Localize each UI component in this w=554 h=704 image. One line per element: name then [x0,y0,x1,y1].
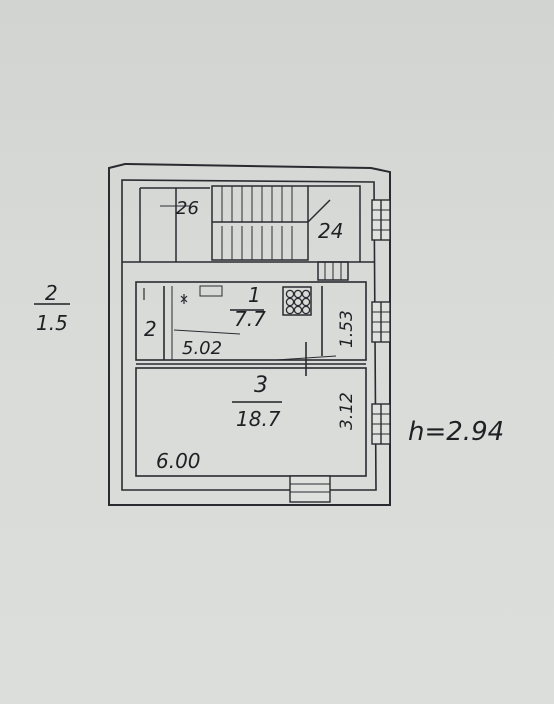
mid-rooms [135,281,367,376]
fixture-marks [143,288,188,304]
stove-icon [285,289,311,315]
room-3-walls [135,367,367,477]
dim-width-inner: 5.02 [182,338,222,359]
room-1-number: 1 [248,283,261,307]
dim-room3-side: 3.12 [337,392,357,430]
area-24: 24 [318,219,343,243]
side-label-numerator: 2 [45,281,58,305]
upper-zone [122,185,374,281]
area-26: 26 [176,198,199,219]
windows [289,199,391,503]
room-3-area: 18.7 [236,407,281,431]
side-label: 2 1.5 [34,281,70,335]
dim-room1-side: 1.53 [337,310,357,348]
room-3-number: 3 [254,373,268,398]
outer-walls [108,162,391,506]
room-2-number: 2 [144,317,157,341]
side-label-denominator: 1.5 [36,311,68,335]
room-1-area: 7.7 [234,307,266,331]
dim-bottom-width: 6.00 [156,449,201,473]
dimension-marks [160,205,337,361]
ceiling-height-note: h=2.94 [408,417,504,447]
